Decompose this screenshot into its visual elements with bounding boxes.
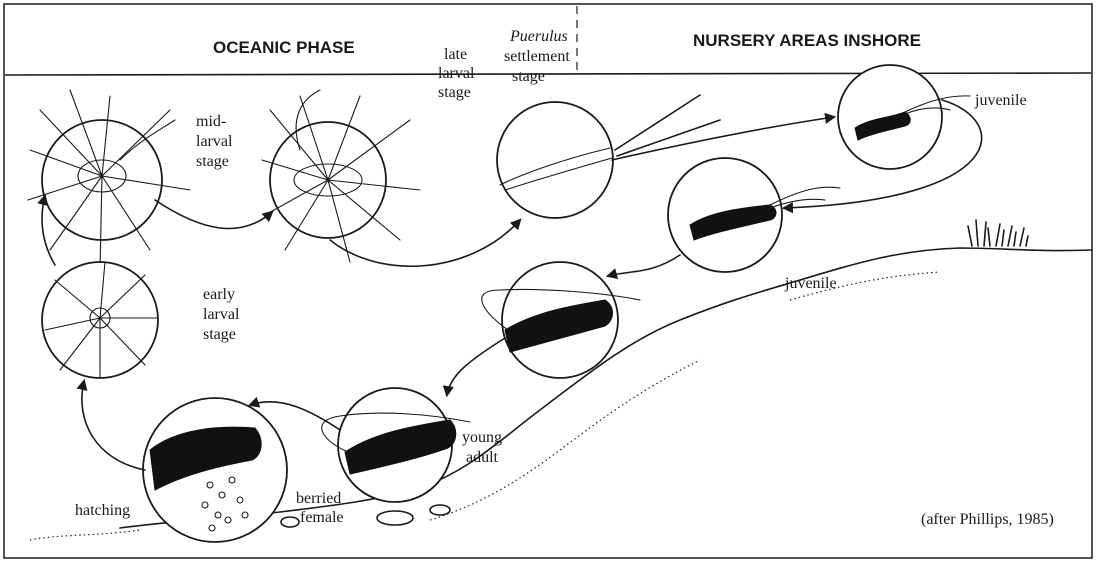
seagrass-icon <box>968 220 1028 246</box>
juvenile-top-illustration <box>838 65 970 169</box>
late-larval-stage-illustration <box>262 90 420 262</box>
label-hatching: hatching <box>75 502 130 519</box>
young-adult-illustration <box>322 388 470 502</box>
young-adult-upper-illustration <box>482 262 640 378</box>
label-mid-larval-stage: mid- larval stage <box>196 113 236 170</box>
juvenile-mid-illustration <box>668 158 840 272</box>
credit-citation: (after Phillips, 1985) <box>921 511 1054 528</box>
sea-surface-line <box>5 73 1091 75</box>
label-juvenile-top: juvenile <box>974 92 1027 109</box>
header-oceanic-phase: OCEANIC PHASE <box>213 38 355 57</box>
label-berried-female: berried female <box>296 490 345 526</box>
header-nursery-areas-inshore: NURSERY AREAS INSHORE <box>693 31 921 50</box>
label-juvenile-mid: juvenile <box>784 275 837 292</box>
mid-larval-stage-illustration <box>28 90 190 270</box>
label-late-larval-stage: late larval stage <box>438 46 478 101</box>
label-puerulus-settlement-stage: Puerulus settlement stage <box>504 28 574 85</box>
label-early-larval-stage: early larval stage <box>203 286 243 343</box>
berried-female-illustration <box>143 398 287 542</box>
early-larval-stage-illustration <box>42 262 158 378</box>
label-young-adult: young adult <box>462 429 506 466</box>
